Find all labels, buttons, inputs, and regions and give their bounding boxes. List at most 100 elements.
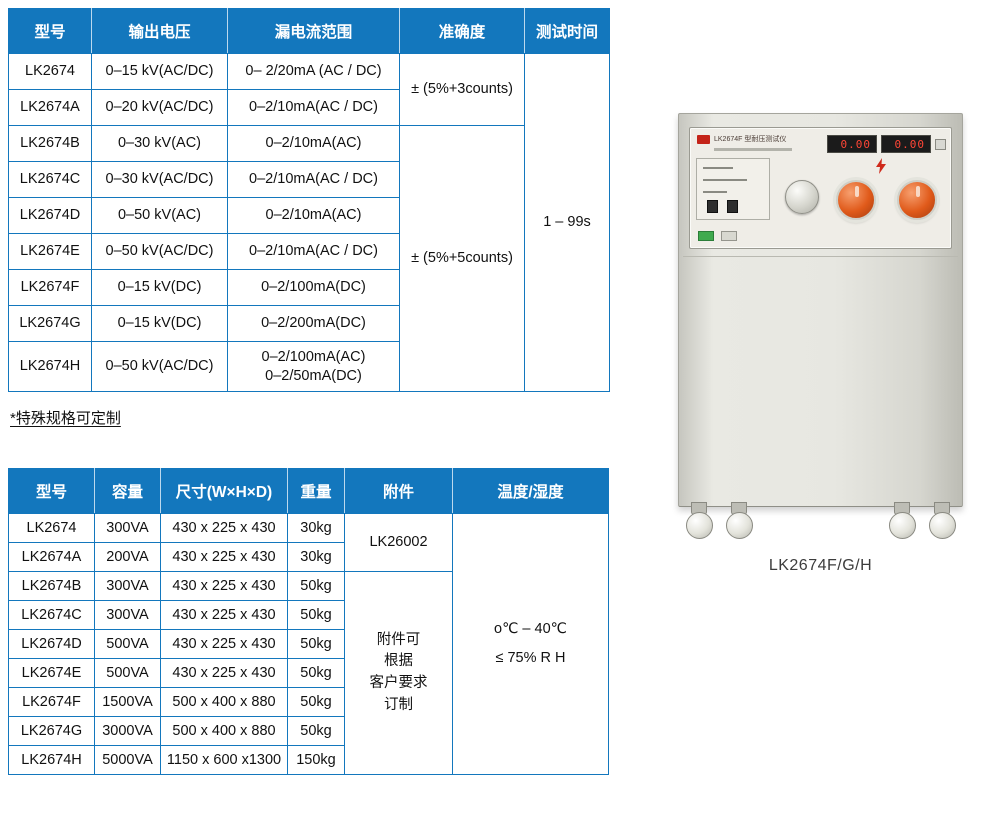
table-row: LK2674B 300VA 430 x 225 x 430 50kg 附件可 根…: [8, 571, 609, 775]
cell-size: 430 x 225 x 430: [160, 629, 288, 659]
label-mark: [703, 191, 727, 193]
col-header-model: 型号: [8, 468, 95, 514]
temp-line: o℃ – 40℃: [494, 621, 567, 638]
caster-wheel: [724, 502, 754, 544]
cell-capacity: 500VA: [94, 658, 161, 688]
col-header-weight: 重量: [287, 468, 345, 514]
brand-row: LK2674F 型耐压测试仪: [697, 134, 786, 144]
cell-model: LK2674H: [8, 341, 92, 392]
voltage-knob: [836, 180, 876, 220]
brand-logo: [697, 134, 710, 144]
cell-voltage: 0–15 kV(AC/DC): [91, 53, 228, 90]
cell-model: LK2674A: [8, 89, 92, 126]
col-header-dimensions: 尺寸(W×H×D): [160, 468, 288, 514]
cell-accessory-group2: 附件可 根据 客户要求 订制: [344, 571, 453, 775]
caster-tire: [928, 512, 956, 539]
caster-tire: [888, 512, 916, 539]
rocker-switch: [727, 200, 738, 213]
table-row: LK2674A 0–20 kV(AC/DC) 0–2/10mA(AC / DC): [8, 89, 610, 126]
rocker-switch: [707, 200, 718, 213]
current-line-1: 0–2/100mA(AC): [261, 348, 366, 365]
adjust-knob: [785, 180, 819, 214]
caster-wheel: [684, 502, 714, 544]
caster-tire: [725, 512, 753, 539]
cell-size: 500 x 400 x 880: [160, 716, 288, 746]
cell-model: LK2674E: [8, 658, 95, 688]
cabinet-seam: [683, 256, 958, 257]
accessory-line: 客户要求: [369, 675, 428, 691]
cell-model: LK2674F: [8, 269, 92, 306]
cell-capacity: 5000VA: [94, 745, 161, 775]
cell-current: 0–2/10mA(AC): [227, 125, 400, 162]
current-knob: [897, 180, 937, 220]
cell-capacity: 3000VA: [94, 716, 161, 746]
col-header-temp-humidity: 温度/湿度: [452, 468, 609, 514]
cell-weight: 50kg: [287, 687, 345, 717]
cell-weight: 50kg: [287, 658, 345, 688]
cell-weight: 50kg: [287, 571, 345, 601]
table-row: LK2674F 0–15 kV(DC) 0–2/100mA(DC): [8, 269, 610, 306]
cell-size: 430 x 225 x 430: [160, 658, 288, 688]
header-row: 型号 输出电压 漏电流范围 准确度 测试时间: [8, 8, 610, 54]
current-line-2: 0–2/50mA(DC): [265, 367, 362, 384]
high-voltage-icon: [876, 158, 886, 174]
cell-capacity: 500VA: [94, 629, 161, 659]
table-row: LK2674G 3000VA 500 x 400 x 880 50kg: [8, 716, 609, 746]
cell-model: LK2674: [8, 513, 95, 543]
table-row: LK2674H 0–50 kV(AC/DC) 0–2/100mA(AC) 0–2…: [8, 341, 610, 392]
device-cabinet: LK2674F 型耐压测试仪 0.00 0.00: [678, 113, 963, 507]
header-row: 型号 容量 尺寸(W×H×D) 重量 附件 温度/湿度: [8, 468, 609, 514]
caster-tire: [685, 512, 713, 539]
electrical-spec-table: 型号 输出电压 漏电流范围 准确度 测试时间 LK2674 0–15 kV(AC…: [8, 8, 610, 392]
cell-current: 0–2/100mA(AC) 0–2/50mA(DC): [227, 341, 400, 392]
cell-test-time: 1 – 99s: [524, 53, 610, 392]
cell-size: 430 x 225 x 430: [160, 513, 288, 543]
cell-model: LK2674D: [8, 197, 92, 234]
table-row: LK2674D 0–50 kV(AC) 0–2/10mA(AC): [8, 197, 610, 234]
cell-size: 1150 x 600 x1300: [160, 745, 288, 775]
label-mark: [703, 167, 733, 169]
cell-size: 430 x 225 x 430: [160, 571, 288, 601]
cell-current: 0–2/10mA(AC): [227, 197, 400, 234]
col-header-output-voltage: 输出电压: [91, 8, 228, 54]
cell-voltage: 0–30 kV(AC/DC): [91, 161, 228, 198]
cell-model: LK2674H: [8, 745, 95, 775]
table-row: LK2674A 200VA 430 x 225 x 430 30kg: [8, 542, 609, 572]
power-indicator: [935, 138, 946, 150]
start-button: [721, 231, 737, 241]
table-row: LK2674 0–15 kV(AC/DC) 0– 2/20mA (AC / DC…: [8, 53, 610, 392]
cell-size: 430 x 225 x 430: [160, 600, 288, 630]
cell-voltage: 0–50 kV(AC): [91, 197, 228, 234]
col-header-capacity: 容量: [94, 468, 161, 514]
cell-voltage: 0–15 kV(DC): [91, 269, 228, 306]
col-header-accessories: 附件: [344, 468, 453, 514]
cell-voltage: 0–15 kV(DC): [91, 305, 228, 342]
cell-voltage: 0–50 kV(AC/DC): [91, 341, 228, 392]
cell-current: 0– 2/20mA (AC / DC): [227, 53, 400, 90]
table-row: LK2674C 0–30 kV(AC/DC) 0–2/10mA(AC / DC): [8, 161, 610, 198]
cell-weight: 30kg: [287, 513, 345, 543]
current-display: 0.00: [881, 135, 931, 153]
panel-title: LK2674F 型耐压测试仪: [714, 136, 787, 143]
accessory-line: 根据: [384, 653, 413, 670]
cell-model: LK2674C: [8, 600, 95, 630]
cell-current: 0–2/10mA(AC / DC): [227, 233, 400, 270]
accessory-line: 订制: [384, 696, 413, 713]
cell-voltage: 0–20 kV(AC/DC): [91, 89, 228, 126]
accessory-line: 附件可: [376, 631, 421, 648]
table-row: LK2674E 0–50 kV(AC/DC) 0–2/10mA(AC / DC): [8, 233, 610, 270]
cell-model: LK2674: [8, 53, 92, 90]
physical-spec-table: 型号 容量 尺寸(W×H×D) 重量 附件 温度/湿度 LK2674 300VA…: [8, 468, 609, 775]
cell-model: LK2674G: [8, 305, 92, 342]
front-panel: LK2674F 型耐压测试仪 0.00 0.00: [689, 127, 952, 249]
cell-weight: 50kg: [287, 600, 345, 630]
cell-size: 430 x 225 x 430: [160, 542, 288, 572]
cell-capacity: 300VA: [94, 600, 161, 630]
table-row: LK2674H 5000VA 1150 x 600 x1300 150kg: [8, 745, 609, 775]
cell-accuracy-group1: ± (5%+3counts): [399, 53, 525, 126]
col-header-model: 型号: [8, 8, 92, 54]
cell-model: LK2674B: [8, 571, 95, 601]
table-row: LK2674 300VA 430 x 225 x 430 30kg LK2600…: [8, 513, 609, 775]
cell-accessory-group1: LK26002: [344, 513, 453, 572]
cell-capacity: 200VA: [94, 542, 161, 572]
